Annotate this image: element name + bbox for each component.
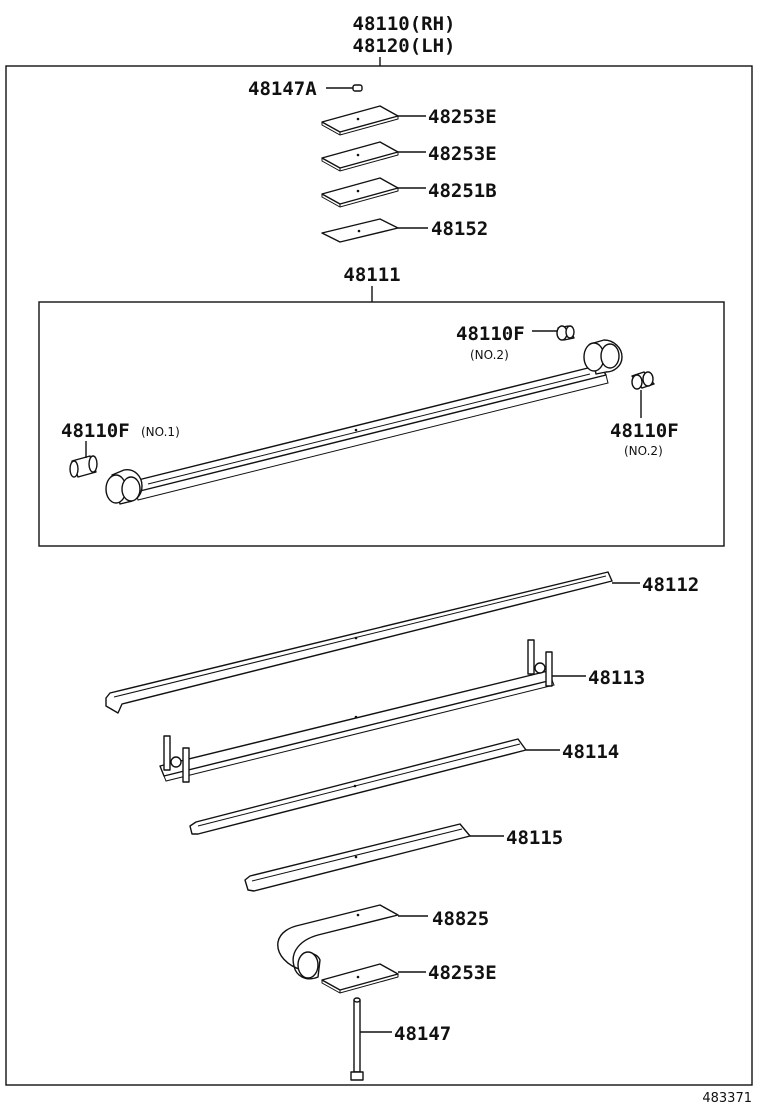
part-label-48114[interactable]: 48114 xyxy=(562,741,619,763)
pad-48253e-bottom[interactable] xyxy=(321,963,399,994)
part-note-no2b: (NO.2) xyxy=(624,444,663,458)
part-label-48115[interactable]: 48115 xyxy=(506,827,563,849)
subassembly-number[interactable]: 48111 xyxy=(343,264,400,286)
bushing-48110f-no2-top[interactable] xyxy=(556,325,575,341)
bolt-48147[interactable] xyxy=(350,997,364,1081)
part-label-48253e-3[interactable]: 48253E xyxy=(428,962,497,984)
clamp-48825[interactable] xyxy=(277,904,399,980)
part-label-48110f-no2a[interactable]: 48110F xyxy=(456,323,525,345)
part-note-no1: (NO.1) xyxy=(141,425,180,439)
pad-48253e-second[interactable] xyxy=(321,141,399,172)
part-label-48251b[interactable]: 48251B xyxy=(428,180,497,202)
part-label-48152[interactable]: 48152 xyxy=(431,218,488,240)
pad-48253e-top[interactable] xyxy=(321,105,399,136)
bushing-48110f-no1[interactable] xyxy=(69,455,98,478)
subassembly-frame xyxy=(38,301,725,547)
pad-48251b[interactable] xyxy=(321,177,399,208)
part-label-48825[interactable]: 48825 xyxy=(432,908,489,930)
nut-48147a[interactable] xyxy=(352,84,363,92)
figure-reference-number: 483371 xyxy=(702,1091,752,1106)
part-note-no2a: (NO.2) xyxy=(470,348,509,362)
main-leaf-48111[interactable] xyxy=(105,339,623,505)
bushing-48110f-no2-right[interactable] xyxy=(631,371,655,390)
assembly-number-rh[interactable]: 48110(RH) xyxy=(353,13,456,35)
assembly-number-lh[interactable]: 48120(LH) xyxy=(353,35,456,57)
leaf-48112[interactable] xyxy=(105,571,613,714)
plate-48152[interactable] xyxy=(321,218,399,243)
part-label-48113[interactable]: 48113 xyxy=(588,667,645,689)
part-label-48253e-1[interactable]: 48253E xyxy=(428,106,497,128)
leaf-48115[interactable] xyxy=(244,823,471,892)
part-label-48110f-no2b[interactable]: 48110F xyxy=(610,420,679,442)
part-label-48110f-no1[interactable]: 48110F xyxy=(61,420,130,442)
assembly-frame xyxy=(5,65,753,1086)
part-label-48147[interactable]: 48147 xyxy=(394,1023,451,1045)
part-label-48253e-2[interactable]: 48253E xyxy=(428,143,497,165)
part-label-48147a[interactable]: 48147A xyxy=(248,78,317,100)
part-label-48112[interactable]: 48112 xyxy=(642,574,699,596)
leaf-48113[interactable] xyxy=(159,639,555,783)
